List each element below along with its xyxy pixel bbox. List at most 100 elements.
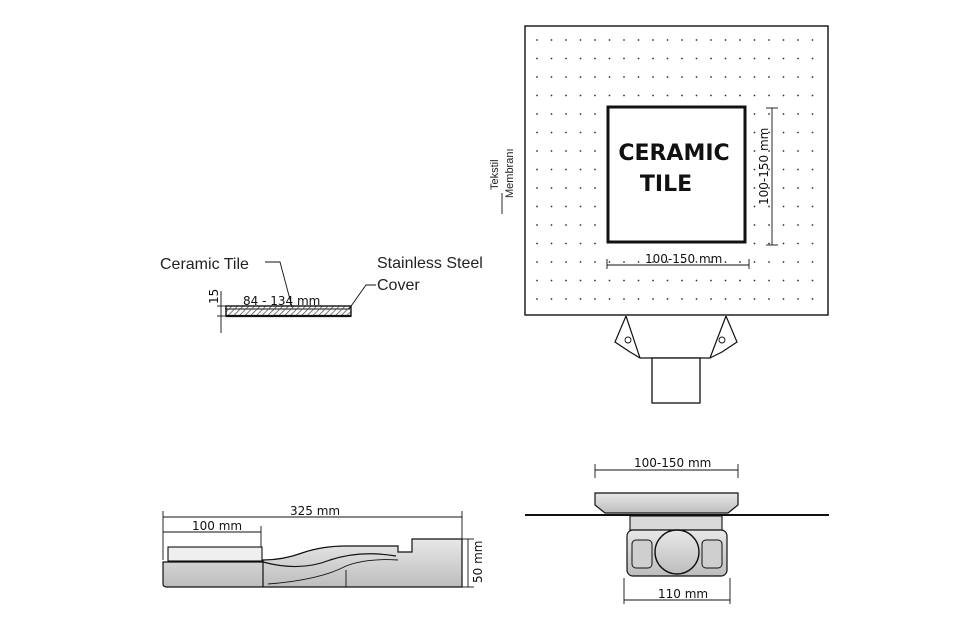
membrane-dot [550,131,553,134]
membrane-dot [724,57,727,60]
membrane-dot [695,39,698,41]
membrane-dot [565,76,567,78]
membrane-dot [565,279,567,282]
membrane-dot [753,150,756,152]
membrane-dot [536,187,538,189]
outlet-width-dimension: 110 mm [658,587,708,601]
membrane-dot [753,94,756,97]
membrane-dot [594,261,596,263]
membrane-dot [550,39,553,41]
flange-hole-right [718,336,726,344]
membrane-dot [768,242,770,245]
drain-funnel [625,315,727,359]
membrane-dot [811,261,814,263]
membrane-dot [594,76,596,78]
membrane-dot [768,94,770,97]
membrane-dot [768,279,770,282]
membrane-dot [637,279,640,282]
membrane-dot [565,57,567,60]
ceramic-tile-leader [265,261,293,308]
membrane-dot [594,242,596,245]
membrane-dot [681,57,683,60]
membrane-dot [782,39,785,41]
membrane-dot [637,298,640,300]
membrane-dot [811,298,814,300]
inlet-length-dimension: 100 mm [192,519,242,533]
membrane-dot [652,298,654,300]
membrane-dot [608,57,611,60]
frame-front [629,515,723,531]
membrane-dot [797,57,799,60]
membrane-dot [811,76,814,78]
membrane-dot [753,39,756,41]
membrane-dot [579,57,582,60]
membrane-dot [550,242,553,245]
membrane-dot [768,168,770,171]
membrane-dot [550,279,553,282]
membrane-dot [623,94,625,97]
membrane-dot [579,242,582,245]
membrane-dot [710,57,712,60]
membrane-dot [536,168,538,171]
membrane-dot [724,94,727,97]
membrane-dot [782,94,785,97]
membrane-dot [579,261,582,263]
membrane-dot [579,131,582,134]
membrane-dot [811,150,814,152]
membrane-dot [768,187,770,189]
membrane-dot [536,94,538,97]
trap-chamber-left [631,539,653,569]
membrane-dot [753,113,756,115]
membrane-dot [579,113,582,115]
membrane-dot [768,39,770,41]
membrane-dot [666,94,669,97]
membrane-dot [550,150,553,152]
membrane-dot [536,150,538,152]
membrane-dot [753,187,756,189]
membrane-dot [753,57,756,60]
membrane-dot [782,205,785,208]
membrane-dot-grid [536,39,814,300]
membrane-dot [782,224,785,226]
height-dimension: 50 mm [471,541,485,583]
side-section: 325 mm 100 mm 50 mm [162,504,485,588]
membrane-dot [782,168,785,171]
membrane-dot [797,131,799,134]
membrane-dot [811,131,814,134]
grate-side [167,546,263,562]
membrane-dot [623,57,625,60]
membrane-label-line2: Membranı [504,148,516,198]
membrane-dot [565,205,567,208]
membrane-dot [811,279,814,282]
membrane-dot [550,298,553,300]
membrane-dot [695,261,698,263]
membrane-dot [710,298,712,300]
membrane-dot [550,224,553,226]
membrane-dot [768,298,770,300]
membrane-dot [724,39,727,41]
drain-outlet-pipe [651,357,701,404]
trap-chamber-right [701,539,723,569]
tile-text-line2: TILE [640,172,692,197]
drain-flange-right [709,315,738,359]
membrane-dot [753,261,756,263]
membrane-dot [753,224,756,226]
membrane-dot [594,205,596,208]
membrane-dot [811,168,814,171]
membrane-dot [782,298,785,300]
membrane-dot [710,261,712,263]
membrane-dot [565,168,567,171]
membrane-dot [608,76,611,78]
tile-text-line1: CERAMIC [618,141,729,166]
membrane-dot [797,150,799,152]
membrane-dot [666,39,669,41]
membrane-dot [681,261,683,263]
membrane-dot [550,94,553,97]
membrane-dot [594,57,596,60]
membrane-dot [637,94,640,97]
membrane-dot [768,131,770,134]
membrane-dot [724,261,727,263]
membrane-dot [550,113,553,115]
membrane-dot [797,261,799,263]
